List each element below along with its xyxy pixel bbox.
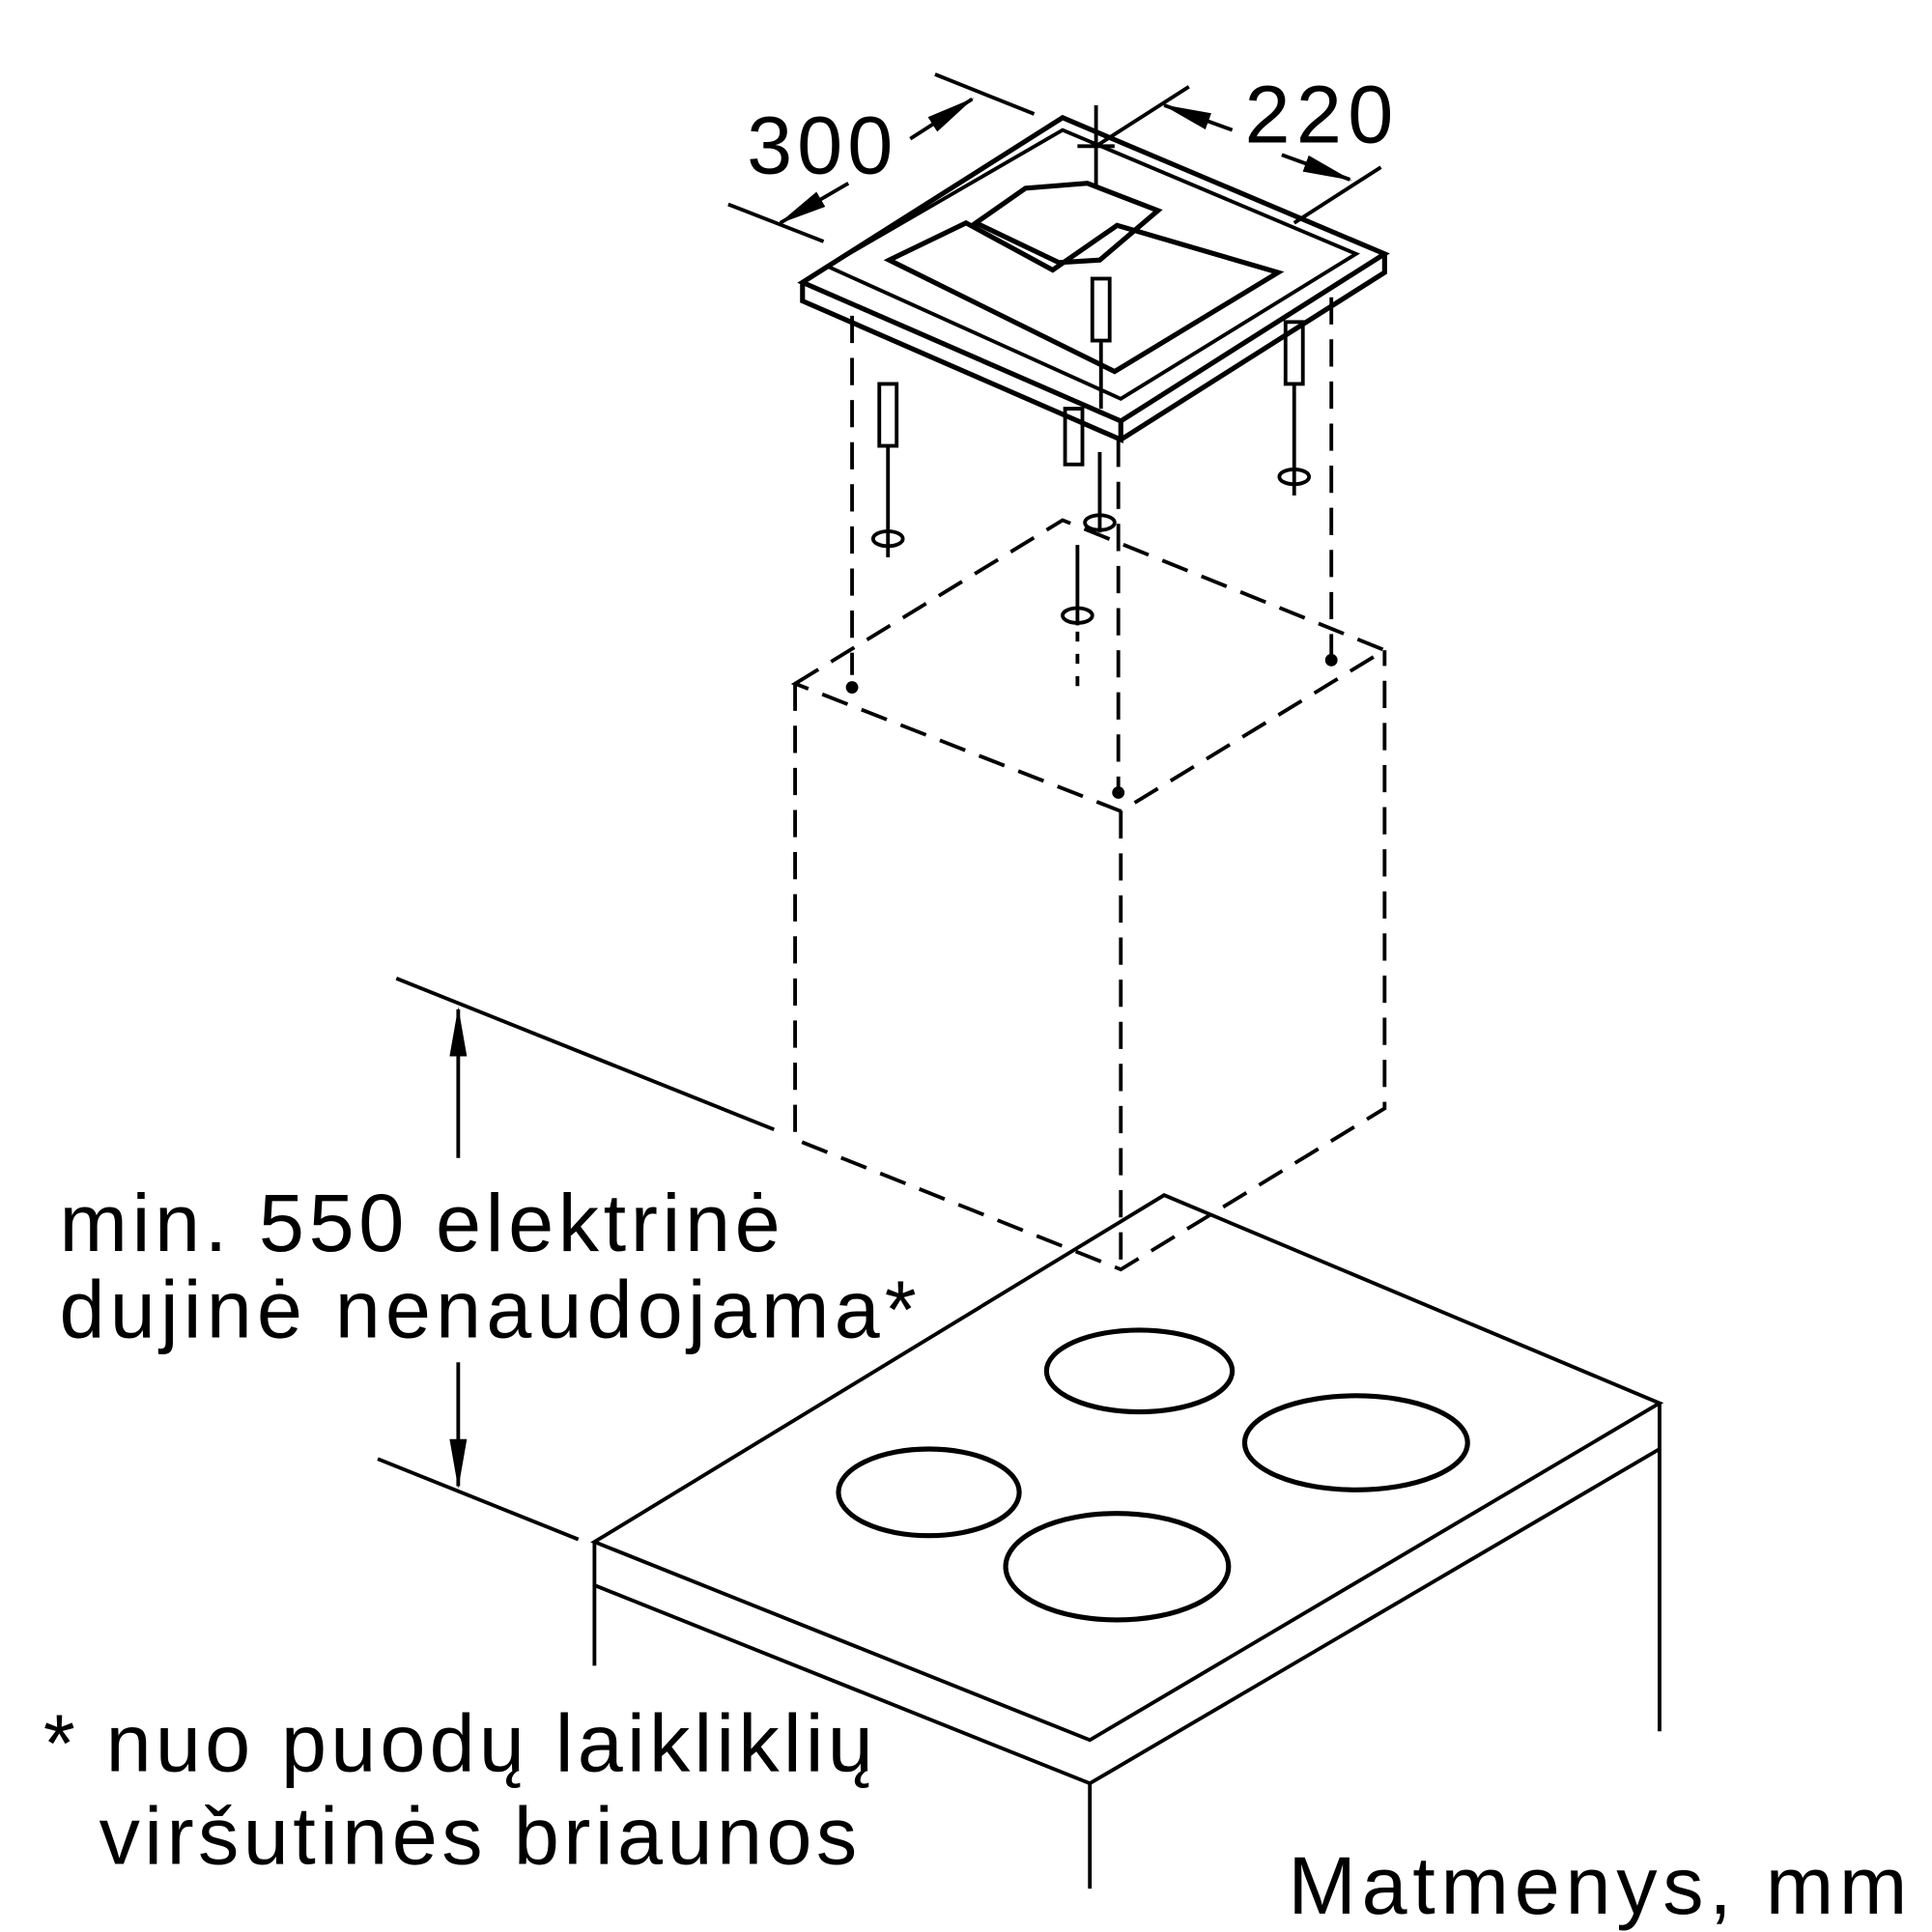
dimension-width: 220 — [1094, 68, 1393, 225]
footnote-line1: * nuo puodų laikliklių — [43, 1696, 873, 1788]
plug-screw-2 — [1090, 276, 1112, 410]
chimney-outline — [790, 518, 1389, 1272]
ceiling-mounting-plate — [797, 104, 1390, 444]
plug-screw-3 — [1277, 320, 1312, 496]
burner-back-right — [1241, 1393, 1470, 1492]
burner-back-left — [1043, 1327, 1236, 1415]
burner-front-left — [836, 1446, 1022, 1539]
plug-screw-5 — [1061, 545, 1094, 626]
dimension-height: min. 550 elektrinė dujinė nenaudojama* — [60, 977, 917, 1542]
wall-plugs-and-screws — [870, 276, 1312, 626]
alignment-lines — [850, 297, 1334, 793]
units-label: Matmenys, mm — [1288, 1839, 1907, 1931]
burner-front-right — [1003, 1511, 1232, 1623]
dimension-depth: 300 — [727, 72, 1036, 243]
cooktop — [590, 1193, 1664, 1889]
dimension-depth-label: 300 — [747, 99, 893, 190]
height-label-line2: dujinė nenaudojama* — [60, 1264, 917, 1355]
plug-screw-4 — [1063, 407, 1117, 533]
footnote-line2: viršutinės briaunos — [99, 1789, 858, 1881]
dimension-width-label: 220 — [1244, 68, 1393, 159]
plug-screw-1 — [870, 382, 905, 557]
height-label-line1: min. 550 elektrinė — [60, 1177, 781, 1268]
